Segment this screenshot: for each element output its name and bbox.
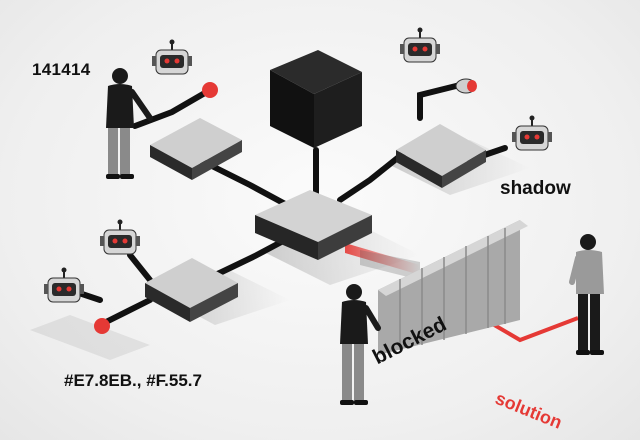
beam-shadow [360,250,420,280]
code-label: 141414 [32,60,91,79]
cable-bottom-robot [127,252,153,283]
cable-right-top-robot [417,82,463,121]
shadow-label: shadow [500,178,571,199]
wall-barrier-icon [378,220,528,355]
red-beam [345,243,420,275]
robot-icon [400,27,440,63]
server-block-hub [255,190,372,260]
server-block-bottom-left [145,258,238,322]
robot-icon [100,219,140,255]
person-icon [569,234,604,355]
server-block-top-right [396,124,486,188]
cable-left-top-robot [132,87,213,129]
robot-icon [152,39,192,75]
color-codes-label: #E7.8EB., #F.55.7 [64,371,202,390]
person-icon [106,68,153,179]
person-icon [340,284,381,405]
cable-bottom-left-robot [97,297,153,328]
cube-icon [270,50,362,148]
connector-nodes [94,78,477,334]
server-block-top-left [150,118,242,180]
robot-icon [44,267,84,303]
cable-left-bottom-hub [202,237,288,283]
robot-icon [512,115,552,151]
